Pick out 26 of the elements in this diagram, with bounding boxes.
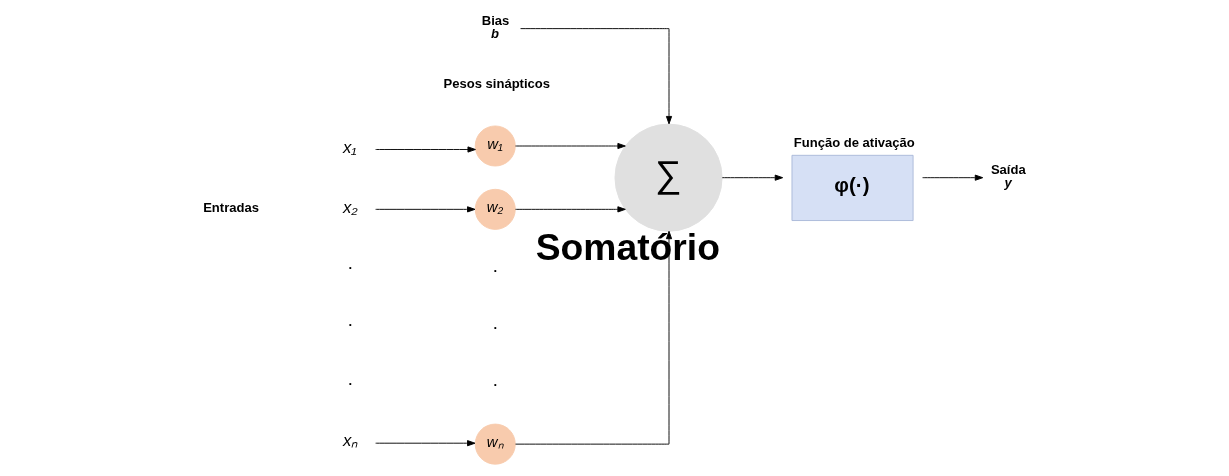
node-text: xₙ xyxy=(342,431,359,451)
arrow xyxy=(515,142,626,150)
label: Pesos sinápticos xyxy=(443,75,551,91)
node-text: x₂ xyxy=(342,197,358,217)
label: . xyxy=(493,317,498,333)
node-circle: wₙ xyxy=(474,423,516,465)
arrow xyxy=(515,206,626,213)
label: . xyxy=(493,374,498,390)
arrow xyxy=(375,440,476,447)
label: . xyxy=(348,256,353,272)
node-text: Saída y xyxy=(990,162,1026,191)
arrow xyxy=(922,174,984,181)
arrow xyxy=(375,146,476,153)
arrow xyxy=(515,230,673,445)
arrow xyxy=(375,206,476,213)
arrow xyxy=(520,28,673,125)
label: . xyxy=(493,260,498,276)
node-text: Bias b xyxy=(481,13,510,42)
node-label: Função de ativação xyxy=(793,135,915,151)
node-circle: w₁ xyxy=(474,125,516,167)
arrow xyxy=(721,174,784,181)
label: . xyxy=(348,314,353,330)
label: . xyxy=(348,373,353,389)
node-circle: w₂ xyxy=(474,188,516,230)
node-text: x₁ xyxy=(342,137,357,157)
label: Entradas xyxy=(203,199,259,215)
